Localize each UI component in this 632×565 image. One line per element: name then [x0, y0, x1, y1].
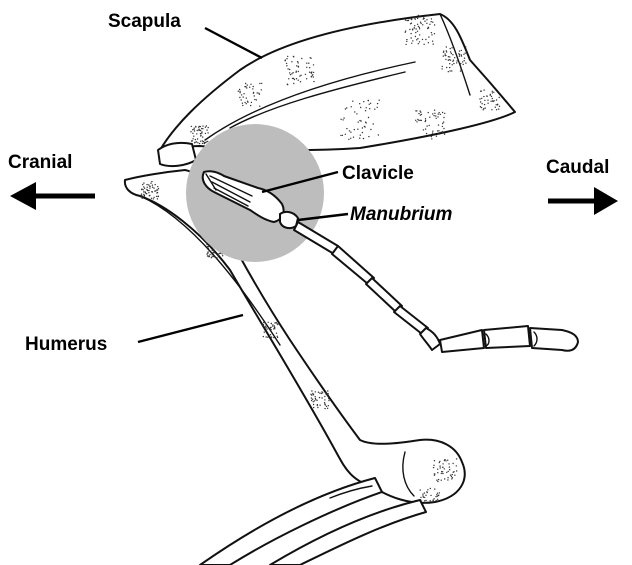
scapula-leader	[205, 28, 262, 58]
label-humerus: Humerus	[25, 334, 107, 355]
arrow-left-icon	[10, 182, 95, 210]
humerus-leader	[138, 315, 243, 342]
label-scapula: Scapula	[108, 11, 181, 32]
label-clavicle: Clavicle	[342, 163, 414, 184]
label-caudal: Caudal	[546, 157, 609, 178]
label-cranial: Cranial	[8, 152, 72, 173]
label-manubrium: Manubrium	[350, 204, 452, 225]
arrow-right-icon	[548, 187, 618, 215]
sternal-chain	[280, 212, 578, 352]
